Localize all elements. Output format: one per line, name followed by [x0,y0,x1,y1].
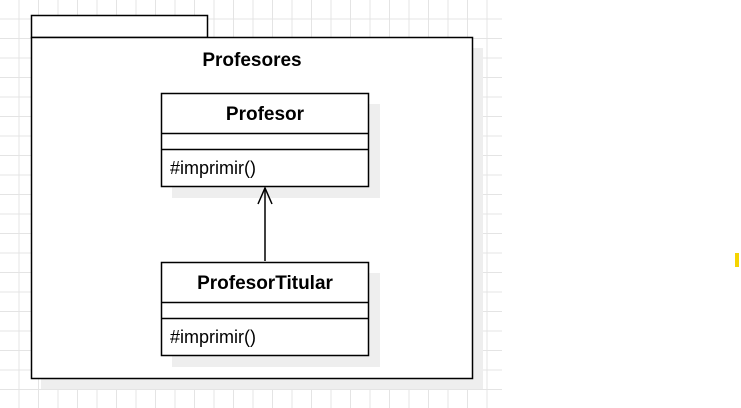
class-box [160,92,370,188]
class-profesor[interactable]: Profesor #imprimir() [160,92,381,199]
open-arrowhead-icon [257,186,273,205]
class-profesortitular[interactable]: ProfesorTitular #imprimir() [160,261,381,368]
relation-arrow[interactable] [257,186,273,261]
class-name: ProfesorTitular [197,273,333,294]
class-method: #imprimir() [170,327,256,347]
accent-marker [735,253,739,267]
class-box [160,261,370,357]
package-tab [30,14,209,39]
package-title: Profesores [202,50,301,71]
class-method: #imprimir() [170,158,256,178]
class-name: Profesor [226,104,305,125]
